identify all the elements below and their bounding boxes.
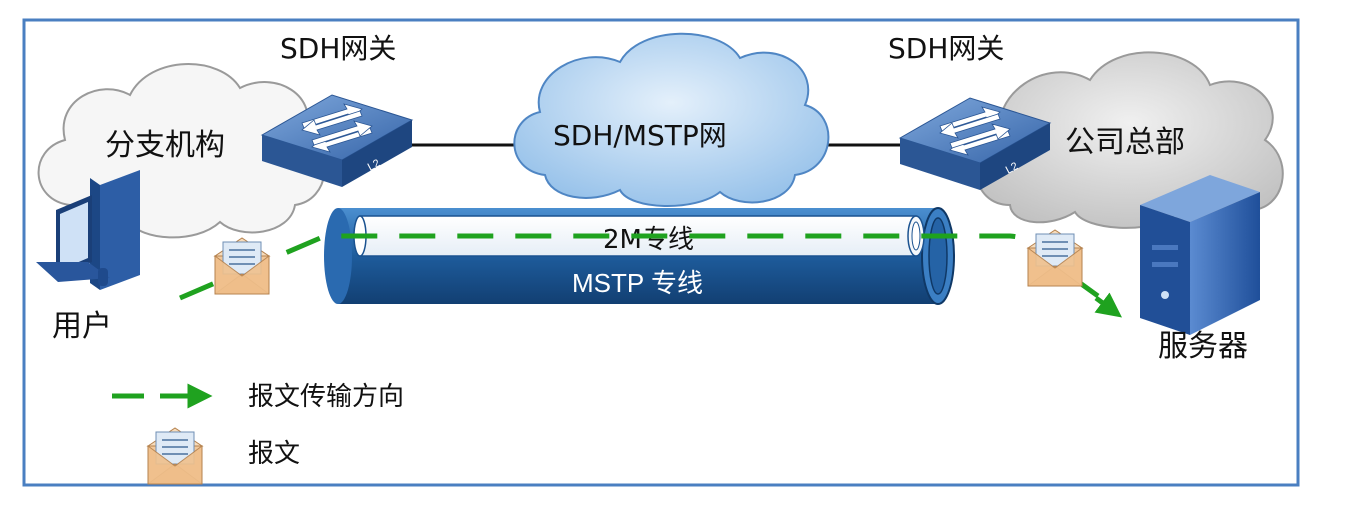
server-icon [1140, 175, 1260, 335]
legend-direction-label: 报文传输方向 [248, 382, 404, 412]
gateway-left-label: SDH网关 [280, 32, 396, 65]
switch-left-icon: L2 [261, 94, 413, 188]
switch-right-badge: L2 [1004, 160, 1020, 176]
pipe-inner-label: 2M专线 [603, 225, 694, 255]
branch-label: 分支机构 [105, 128, 225, 163]
computer-icon [36, 170, 140, 290]
legend-message-label: 报文 [248, 439, 300, 469]
legend: 报文传输方向 报文 [112, 382, 404, 485]
switch-right-icon: L2 [899, 97, 1051, 191]
user-label: 用户 [52, 309, 112, 344]
server-label: 服务器 [1158, 329, 1248, 364]
legend-envelope-icon [147, 427, 203, 485]
flow-arrow-icon [1094, 292, 1122, 318]
hq-label: 公司总部 [1065, 125, 1185, 160]
switch-left-badge: L2 [366, 157, 382, 173]
envelope-icon [214, 237, 270, 295]
envelope-icon [1027, 229, 1083, 287]
gateway-right-label: SDH网关 [888, 32, 1004, 65]
network-label: SDH/MSTP网 [553, 119, 727, 152]
pipe-outer-label: MSTP 专线 [572, 268, 703, 298]
network-cloud-icon [513, 32, 830, 208]
